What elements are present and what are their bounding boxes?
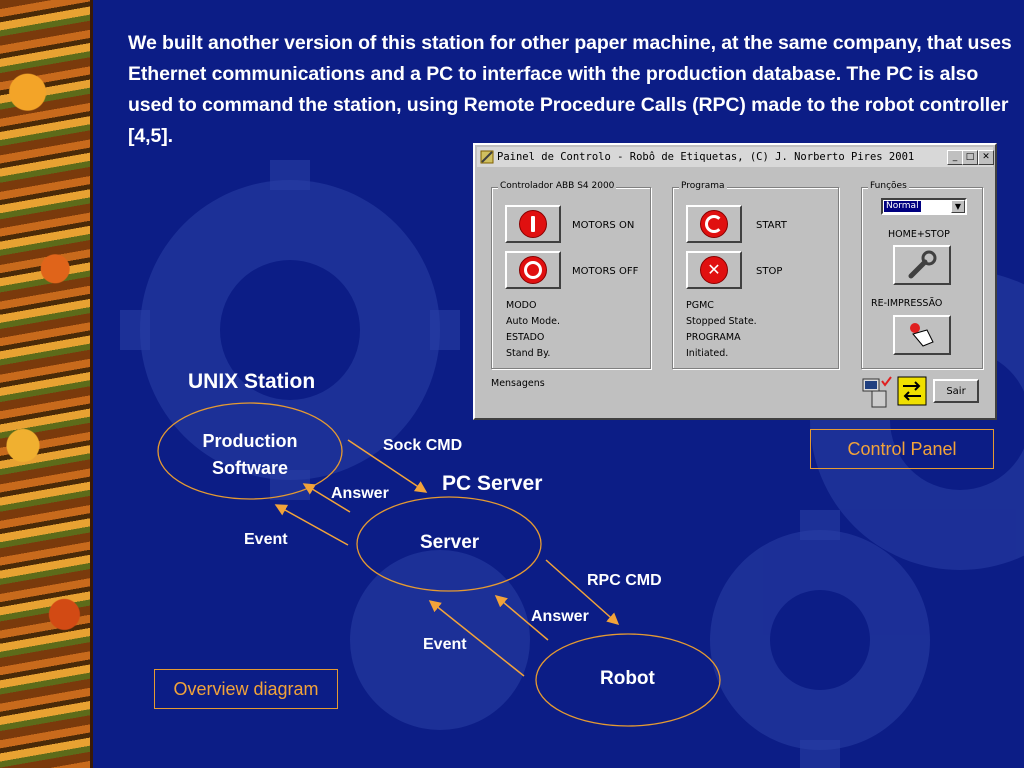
pc-server-label: PC Server [442, 472, 542, 496]
event-top-label: Event [244, 531, 288, 549]
overview-diagram-caption: Overview diagram [154, 669, 338, 709]
server-label: Server [420, 532, 479, 554]
answer-bottom-label: Answer [531, 608, 589, 626]
event-bottom-label: Event [423, 636, 467, 654]
rpc-cmd-label: RPC CMD [587, 572, 662, 590]
production-software-line: Production [200, 428, 300, 455]
unix-station-label: UNIX Station [188, 370, 315, 394]
sock-cmd-label: Sock CMD [383, 437, 462, 455]
answer-top-label: Answer [331, 485, 389, 503]
production-software-line: Software [200, 455, 300, 482]
robot-label: Robot [600, 668, 655, 690]
production-software-label: Production Software [200, 428, 300, 482]
